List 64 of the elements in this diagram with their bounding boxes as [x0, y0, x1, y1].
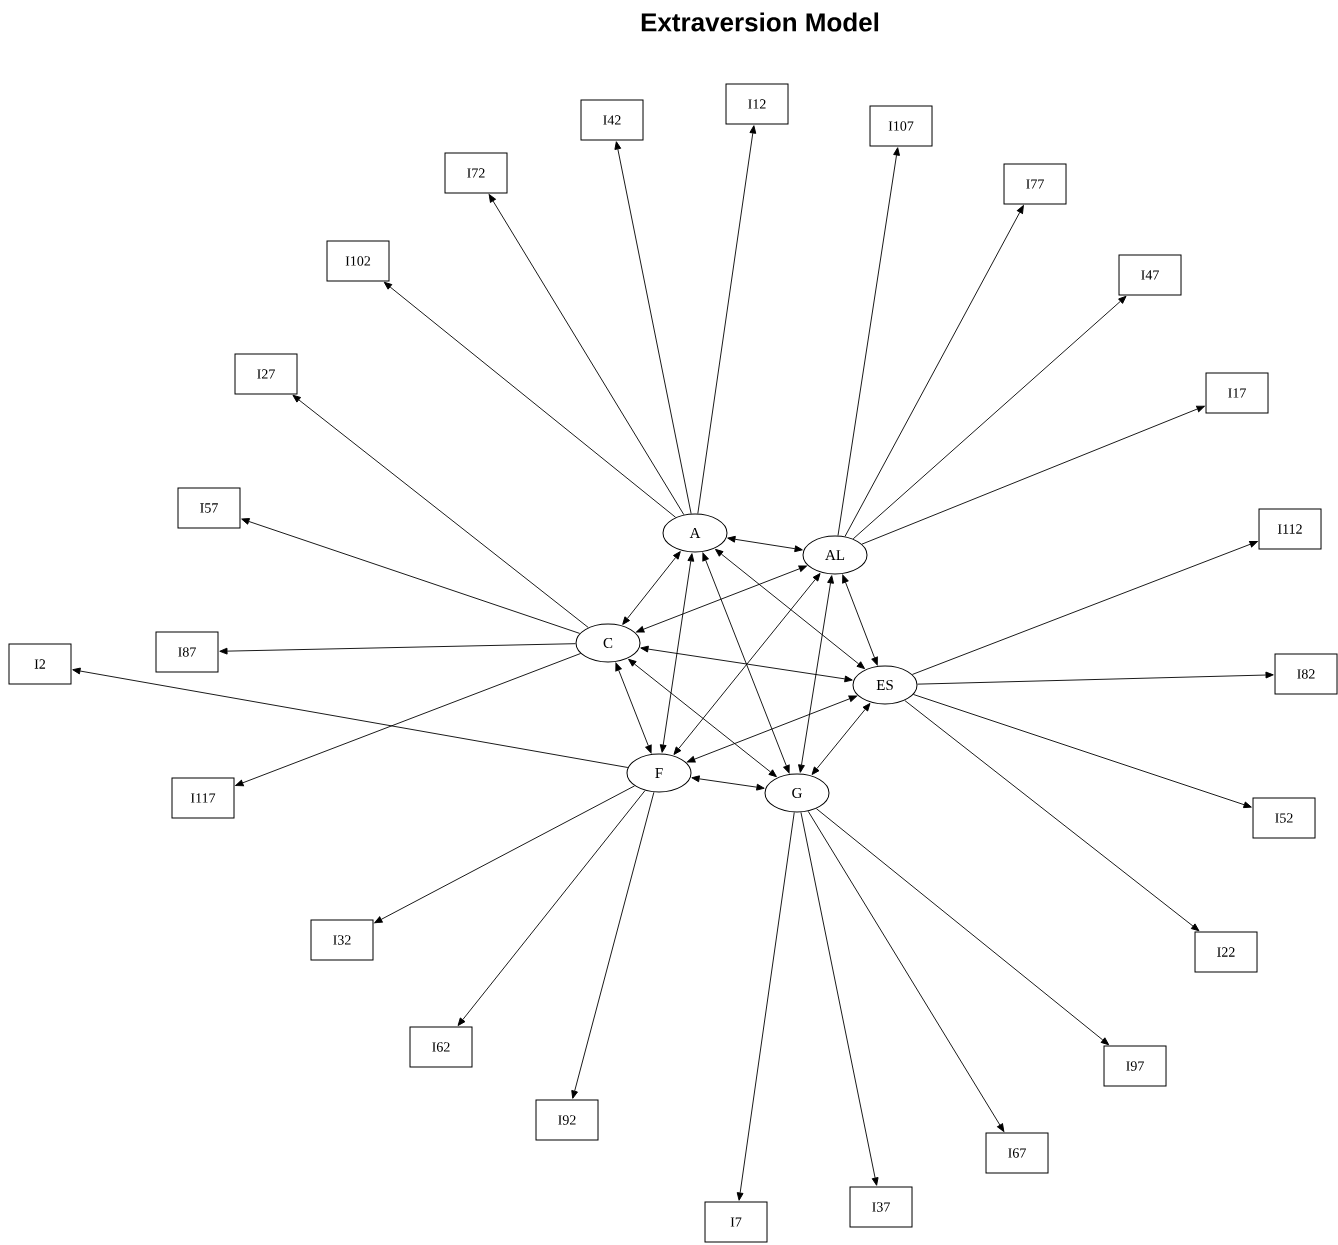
indicator-box: I2	[8, 643, 72, 685]
arrow	[800, 811, 879, 1186]
arrow	[912, 694, 1252, 809]
arrow	[917, 671, 1274, 685]
arrow	[861, 405, 1205, 545]
title: Extraversion Model	[641, 12, 879, 32]
arrow	[842, 574, 878, 666]
arrow	[807, 810, 1005, 1132]
arrow	[628, 658, 777, 778]
arrow	[686, 695, 858, 763]
arrow	[292, 394, 589, 628]
arrow	[904, 700, 1200, 932]
arrow	[374, 785, 636, 924]
arrow	[488, 194, 685, 516]
indicator-box: I117	[171, 777, 235, 819]
arrow	[844, 205, 1024, 537]
arrow	[235, 653, 582, 787]
arrow	[622, 551, 681, 625]
arrow	[852, 295, 1127, 540]
arrow	[659, 553, 695, 753]
arrow	[640, 645, 853, 683]
arrow	[697, 125, 757, 515]
indicator-box: I102	[326, 240, 390, 282]
indicator-box: I67	[985, 1132, 1049, 1174]
arrow	[72, 667, 629, 768]
indicator-box: I92	[535, 1099, 599, 1141]
arrow	[798, 575, 834, 773]
indicator-box: I27	[234, 353, 298, 395]
indicator-box: I47	[1118, 254, 1182, 296]
arrow	[702, 552, 790, 774]
indicator-box: I17	[1205, 372, 1269, 414]
indicator-box: I37	[849, 1186, 913, 1228]
indicator-box: I72	[444, 152, 508, 194]
indicator-box: I7	[704, 1201, 768, 1243]
arrow	[911, 540, 1258, 675]
arrow	[614, 141, 692, 515]
indicator-box: I112	[1258, 508, 1322, 550]
indicator-box: I77	[1003, 163, 1067, 205]
arrow	[837, 147, 900, 537]
arrow	[715, 548, 865, 670]
arrow	[241, 518, 581, 634]
arrow	[736, 811, 795, 1201]
indicator-box: I52	[1252, 797, 1316, 839]
indicator-box: I32	[310, 919, 374, 961]
arrow	[815, 808, 1110, 1046]
indicator-box: I107	[869, 105, 933, 147]
arrow	[673, 573, 821, 755]
arrow	[383, 281, 677, 518]
indicator-box: I62	[409, 1026, 473, 1068]
indicator-box: I82	[1274, 653, 1338, 695]
arrow	[571, 791, 655, 1099]
indicator-box: I87	[155, 631, 219, 673]
indicator-box: I57	[177, 487, 241, 529]
indicator-box: I97	[1103, 1045, 1167, 1087]
arrow	[615, 662, 652, 754]
arrow	[219, 643, 576, 655]
arrow	[457, 790, 646, 1026]
arrow	[691, 775, 765, 791]
indicator-box: I22	[1194, 931, 1258, 973]
arrow	[727, 535, 803, 553]
indicator-box: I12	[725, 83, 789, 125]
arrow	[811, 703, 871, 775]
indicator-box: I42	[580, 99, 644, 141]
arrow	[636, 565, 807, 633]
